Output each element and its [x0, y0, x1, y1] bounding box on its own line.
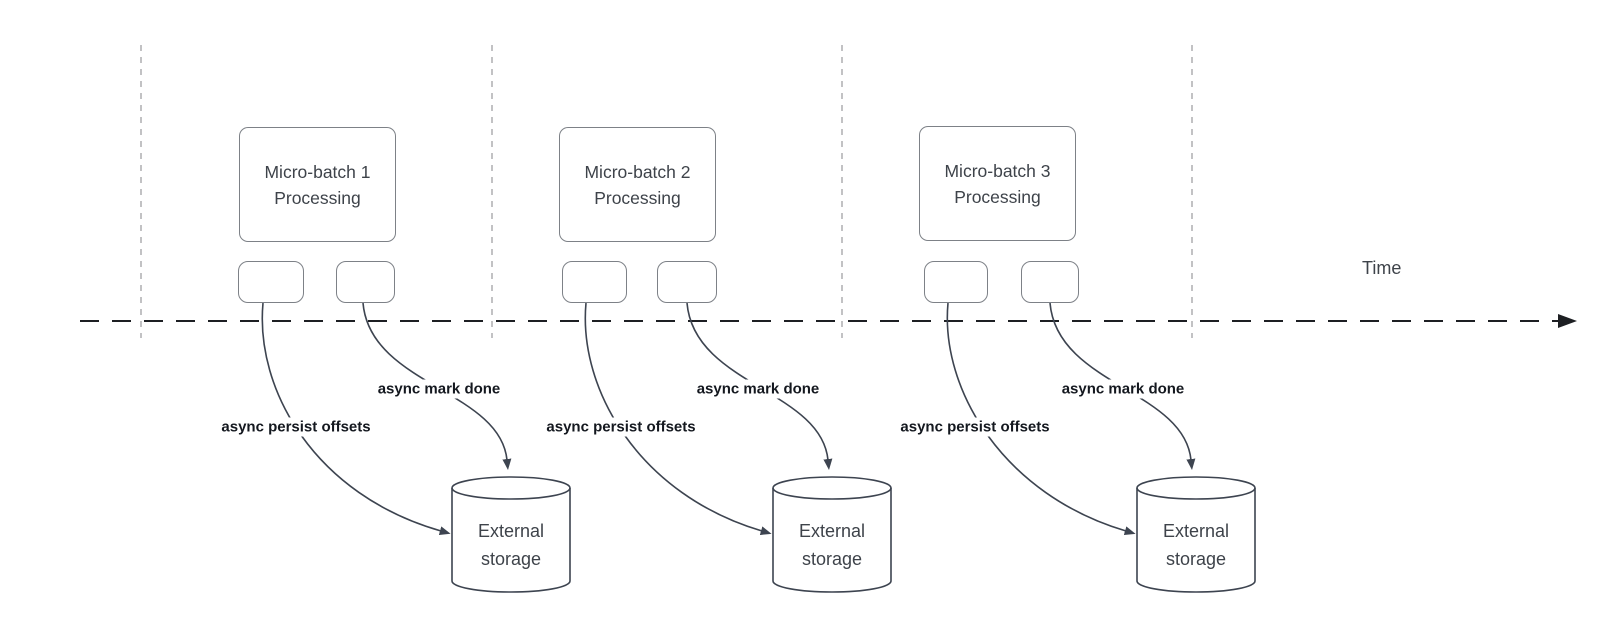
offsets-task-node-3	[924, 261, 988, 303]
micro-batch-1-title-line2: Processing	[274, 187, 361, 208]
micro-batch-1-title-line1: Micro-batch 1	[264, 161, 371, 182]
offsets-task-node-1	[238, 261, 304, 303]
micro-batch-3-box: Micro-batch 3 Processing	[919, 126, 1076, 241]
external-storage-cylinder-3	[1136, 476, 1256, 593]
external-storage-cylinder-1	[451, 476, 571, 593]
mark-done-task-node-1	[336, 261, 395, 303]
mark-done-label-1: async mark done	[373, 379, 505, 399]
persist-offsets-label-1: async persist offsets	[217, 417, 375, 437]
persist-offsets-label-2: async persist offsets	[542, 417, 700, 437]
external-storage-cylinder-2	[772, 476, 892, 593]
mark-done-label-3: async mark done	[1057, 379, 1189, 399]
micro-batch-3-title-line2: Processing	[954, 186, 1041, 207]
micro-batch-2-title-line2: Processing	[594, 187, 681, 208]
external-storage-label-1: External storage	[477, 521, 545, 569]
time-axis-label: Time	[1362, 258, 1402, 278]
external-storage-label-3: External storage	[1162, 521, 1230, 569]
micro-batch-2-title-line1: Micro-batch 2	[584, 161, 691, 182]
persist-offsets-label-3: async persist offsets	[896, 417, 1054, 437]
mark-done-label-2: async mark done	[692, 379, 824, 399]
micro-batch-2-box: Micro-batch 2 Processing	[559, 127, 716, 242]
micro-batch-3-title-line1: Micro-batch 3	[944, 160, 1051, 181]
offsets-task-node-2	[562, 261, 627, 303]
external-storage-label-2: External storage	[798, 521, 866, 569]
mark-done-task-node-3	[1021, 261, 1079, 303]
mark-done-task-node-2	[657, 261, 717, 303]
micro-batch-1-box: Micro-batch 1 Processing	[239, 127, 396, 242]
